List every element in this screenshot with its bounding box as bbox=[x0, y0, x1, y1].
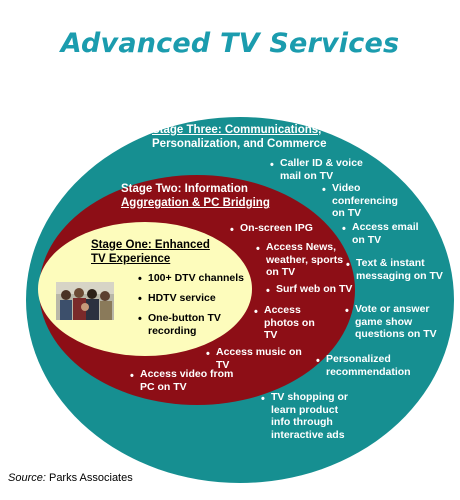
stage-three-bullet: • bbox=[342, 223, 346, 235]
source-text: Parks Associates bbox=[45, 472, 133, 484]
stage-two-heading-line2: Aggregation & PC Bridging bbox=[121, 197, 270, 209]
stage-three-item-email: Access email on TV bbox=[352, 221, 419, 246]
stage-one-bullet: • bbox=[138, 313, 142, 325]
stage-one-heading: Stage One: Enhanced TV Experience bbox=[91, 238, 241, 266]
family-photo bbox=[56, 282, 114, 320]
stage-one-ring bbox=[38, 222, 252, 356]
stage-two-item-photos: Access photos on TV bbox=[264, 304, 315, 341]
stage-two-item-video-pc: Access video from PC on TV bbox=[140, 368, 234, 393]
stage-one-item-recording: One-button TV recording bbox=[148, 312, 221, 337]
stage-two-bullet: • bbox=[256, 243, 260, 255]
stage-three-heading: Stage Three: Communications, Personaliza… bbox=[152, 123, 352, 151]
stage-one-item-dtv: 100+ DTV channels bbox=[148, 272, 245, 284]
stage-three-bullet: • bbox=[270, 159, 274, 171]
diagram-title: Advanced TV Services bbox=[60, 28, 400, 59]
stage-three-bullet: • bbox=[316, 355, 320, 367]
stage-three-item-vote: Vote or answer game show questions on TV bbox=[355, 303, 437, 340]
stage-three-item-video-conferencing: Video conferencing on TV bbox=[332, 182, 398, 219]
source-prefix: Source: bbox=[8, 472, 46, 484]
stage-one-bullet: • bbox=[138, 273, 142, 285]
stage-three-bullet: • bbox=[345, 305, 349, 317]
stage-two-item-surf-web: Surf web on TV bbox=[276, 283, 353, 295]
stage-two-bullet: • bbox=[130, 370, 134, 382]
stage-three-item-shopping: TV shopping or learn product info throug… bbox=[271, 391, 348, 441]
source-caption: Source: Parks Associates bbox=[8, 472, 133, 484]
stage-three-item-caller-id: Caller ID & voice mail on TV bbox=[280, 157, 363, 182]
stage-two-item-music: Access music on TV bbox=[216, 346, 302, 371]
stage-three-bullet: • bbox=[346, 259, 350, 271]
stage-two-bullet: • bbox=[254, 306, 258, 318]
stage-three-item-personalized: Personalized recommendation bbox=[326, 353, 411, 378]
stage-three-bullet: • bbox=[261, 393, 265, 405]
stage-one-heading-line1: Stage One: Enhanced bbox=[91, 239, 210, 251]
stage-one-heading-line2: TV Experience bbox=[91, 253, 171, 265]
stage-two-bullet: • bbox=[266, 285, 270, 297]
stage-two-heading-line1: Stage Two: Information bbox=[121, 183, 248, 195]
stage-three-heading-line2: Personalization, and Commerce bbox=[152, 138, 327, 150]
stage-one-item-hdtv: HDTV service bbox=[148, 292, 216, 304]
stage-three-item-messaging: Text & instant messaging on TV bbox=[356, 257, 443, 282]
stage-two-heading: Stage Two: Information Aggregation & PC … bbox=[121, 182, 281, 210]
stage-two-item-ipg: On-screen IPG bbox=[240, 222, 313, 234]
stage-three-heading-line1: Stage Three: Communications, bbox=[152, 124, 322, 136]
stage-two-bullet: • bbox=[206, 348, 210, 360]
stage-two-bullet: • bbox=[230, 224, 234, 236]
stage-three-bullet: • bbox=[322, 184, 326, 196]
stage-one-bullet: • bbox=[138, 293, 142, 305]
stage-two-item-news: Access News, weather, sports on TV bbox=[266, 241, 344, 278]
